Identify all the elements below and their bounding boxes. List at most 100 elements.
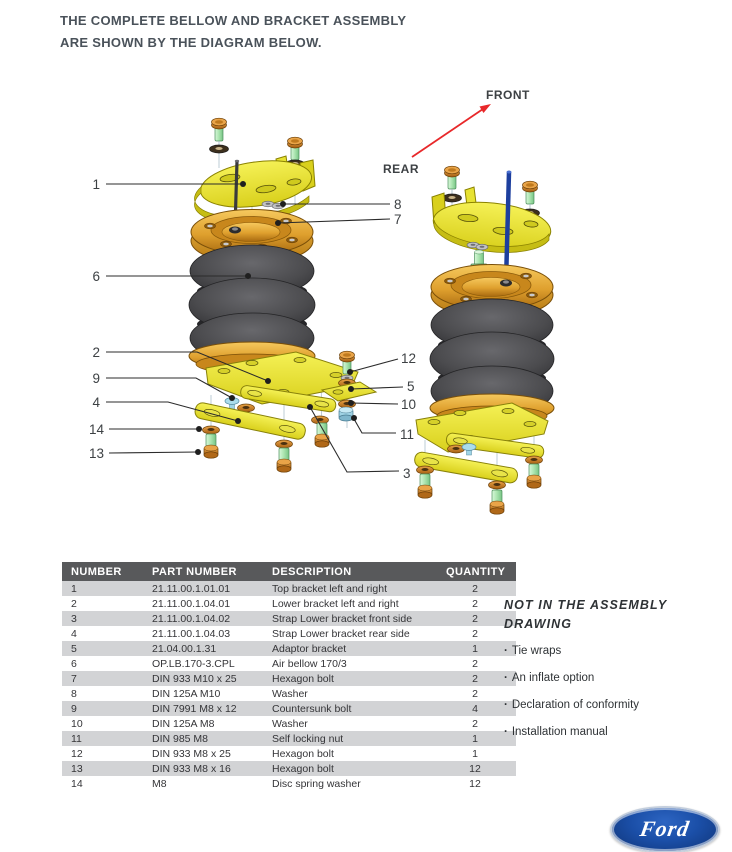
side-note-item: Declaration of conformity <box>504 697 719 714</box>
table-cell: Strap Lower bracket rear side <box>272 628 410 640</box>
table-cell: 12 <box>469 778 481 790</box>
table-cell: 21.11.00.1.04.01 <box>152 598 231 610</box>
intro-line-2: ARE SHOWN BY THE DIAGRAM BELOW. <box>60 35 322 50</box>
adaptor-plate <box>320 381 378 402</box>
table-cell: Hexagon bolt <box>272 673 334 685</box>
table-cell: 4 <box>472 703 478 715</box>
table-cell: 2 <box>472 583 478 595</box>
side-note-item: Installation manual <box>504 724 719 741</box>
table-cell: Washer <box>272 688 308 700</box>
table-cell: 6 <box>71 658 77 670</box>
callout-numbers: 1 6 2 9 4 14 13 8 7 12 5 10 11 3 <box>89 177 416 481</box>
rear-label: REAR <box>383 162 419 176</box>
callout-1: 1 <box>92 177 100 192</box>
callout-13: 13 <box>89 446 104 461</box>
side-note-title-line2: DRAWING <box>504 617 573 631</box>
side-note: NOT IN THE ASSEMBLY DRAWING Tie wraps An … <box>504 596 719 751</box>
right-bellow-assembly <box>414 165 555 515</box>
table-cell: DIN 933 M8 x 16 <box>152 763 231 775</box>
intro-line-1: THE COMPLETE BELLOW AND BRACKET ASSEMBLY <box>60 13 407 28</box>
table-cell: 2 <box>472 658 478 670</box>
table-cell: OP.LB.170-3.CPL <box>152 658 235 670</box>
callout-14: 14 <box>89 422 105 437</box>
table-cell: 7 <box>71 673 77 685</box>
table-cell: Top bracket left and right <box>272 583 387 595</box>
table-cell: 9 <box>71 703 77 715</box>
table-cell: 1 <box>472 643 478 655</box>
table-cell: 2 <box>472 718 478 730</box>
table-cell: Hexagon bolt <box>272 748 334 760</box>
left-bellow-assembly <box>188 117 359 473</box>
table-row: 2 21.11.00.1.04.01 Lower bracket left and … <box>62 596 516 611</box>
table-cell: 2 <box>472 628 478 640</box>
table-cell: 1 <box>472 733 478 745</box>
col-quantity: QUANTITY <box>444 562 516 581</box>
table-cell: Strap Lower bracket front side <box>272 613 413 625</box>
callout-5: 5 <box>407 379 415 394</box>
table-cell: 2 <box>472 613 478 625</box>
table-cell: 2 <box>472 673 478 685</box>
callout-10: 10 <box>401 397 416 412</box>
table-cell: Washer <box>272 718 308 730</box>
col-part-number: PART NUMBER <box>148 562 268 581</box>
table-cell: Hexagon bolt <box>272 763 334 775</box>
col-number: NUMBER <box>62 562 148 581</box>
table-row: 8 DIN 125A M10 Washer 2 <box>62 686 516 701</box>
table-cell: 5 <box>71 643 77 655</box>
table-cell: 2 <box>71 598 77 610</box>
side-note-list: Tie wraps An inflate optionDeclaration of… <box>504 643 719 741</box>
table-cell: 11 <box>71 733 82 745</box>
intro-text: THE COMPLETE BELLOW AND BRACKET ASSEMBLY… <box>60 10 406 54</box>
side-note-item: An inflate option <box>504 670 719 687</box>
table-cell: 13 <box>71 763 83 775</box>
table-cell: 21.11.00.1.04.02 <box>152 613 231 625</box>
table-cell: 1 <box>472 748 478 760</box>
strap-rear-right <box>414 451 518 484</box>
callout-lines <box>106 183 404 473</box>
assembly-diagram: FRONT REAR <box>89 88 555 515</box>
callout-8: 8 <box>394 197 402 212</box>
front-label: FRONT <box>486 88 530 102</box>
side-note-item: Tie wraps <box>504 643 719 660</box>
table-row: 4 21.11.00.1.04.03 Strap Lower bracket rea… <box>62 626 516 641</box>
table-cell: 2 <box>472 598 478 610</box>
table-cell: 2 <box>472 688 478 700</box>
table-cell: DIN 125A M10 <box>152 688 221 700</box>
table-cell: DIN 7991 M8 x 12 <box>152 703 237 715</box>
table-cell: 8 <box>71 688 77 700</box>
table-cell: 12 <box>469 763 481 775</box>
side-note-title-line1: NOT IN THE ASSEMBLY <box>504 598 668 612</box>
adaptor-bracket-assembly <box>320 350 378 428</box>
table-cell: Lower bracket left and right <box>272 598 399 610</box>
table-cell: DIN 933 M8 x 25 <box>152 748 231 760</box>
ford-logo: Ford <box>610 806 720 852</box>
table-header-row: NUMBER PART NUMBER DESCRIPTION QUANTITY <box>62 562 516 581</box>
orientation-arrow: FRONT REAR <box>383 88 530 176</box>
table-cell: 1 <box>71 583 77 595</box>
table-cell: M8 <box>152 778 167 790</box>
table-row: 7 DIN 933 M10 x 25 Hexagon bolt 2 <box>62 671 516 686</box>
table-cell: 14 <box>71 778 83 790</box>
table-cell: Disc spring washer <box>272 778 361 790</box>
table-cell: 10 <box>71 718 83 730</box>
callout-9: 9 <box>92 371 100 386</box>
table-cell: DIN 933 M10 x 25 <box>152 673 237 685</box>
strap-front-right <box>445 432 545 459</box>
table-cell: 4 <box>71 628 77 640</box>
table-row: 12 DIN 933 M8 x 25 Hexagon bolt 1 <box>62 746 516 761</box>
table-cell: 12 <box>71 748 83 760</box>
air-bellow-left <box>188 244 316 364</box>
table-row: 14 M8 Disc spring washer 12 <box>62 776 516 791</box>
callout-7: 7 <box>394 212 402 227</box>
callout-11: 11 <box>400 427 414 442</box>
table-cell: 21.11.00.1.04.03 <box>152 628 231 640</box>
callout-dots <box>195 181 357 455</box>
